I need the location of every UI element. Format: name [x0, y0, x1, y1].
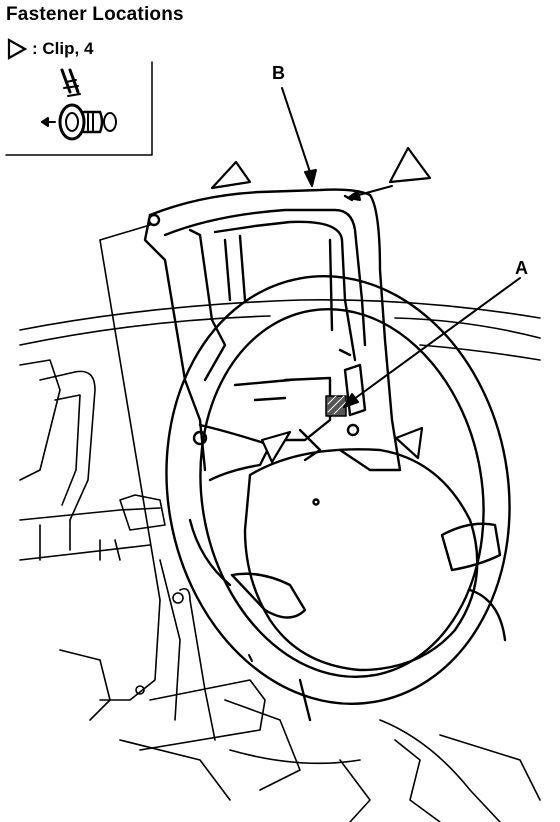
legend-text: : Clip, 4	[32, 39, 94, 58]
page-title: Fastener Locations	[6, 4, 184, 25]
callout-a-label: A	[515, 258, 528, 278]
connector-a-marker	[325, 395, 347, 417]
column-cover	[143, 188, 402, 482]
callout-b-label: B	[272, 63, 285, 83]
clip-icon	[41, 68, 117, 141]
clip-marker-top-right	[388, 146, 432, 184]
steering-wheel	[165, 275, 511, 722]
clip-location-markers	[210, 146, 432, 464]
dashboard-outline	[19, 299, 541, 561]
clip-marker-right-bottom	[394, 426, 424, 460]
steering-column-lower	[59, 224, 361, 801]
clip-marker-left-bottom	[260, 430, 292, 464]
legend-clip: : Clip, 4	[6, 38, 93, 60]
triangle-outline-icon	[7, 38, 28, 60]
clip-marker-top-left	[210, 160, 252, 190]
lower-dash-right	[339, 719, 541, 822]
callout-lines	[281, 87, 521, 408]
clip-detail-inset	[5, 61, 153, 156]
